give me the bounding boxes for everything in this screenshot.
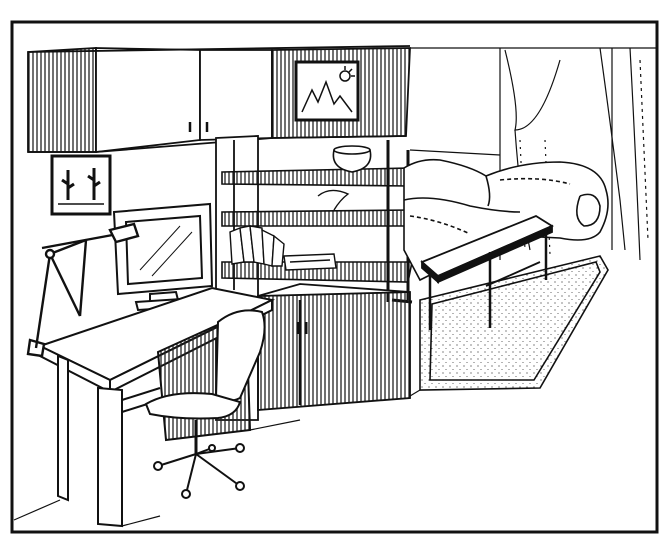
framed-picture-sun: [294, 60, 360, 122]
floor-lines: [121, 389, 421, 527]
office-chair: [144, 309, 266, 499]
shelf-ornament: [317, 189, 350, 211]
frame-border: [10, 20, 659, 534]
room-walls: [13, 47, 657, 521]
books: [229, 225, 337, 271]
desk-lamp: [26, 222, 140, 358]
vase: [332, 145, 372, 173]
computer-monitor: [112, 202, 214, 312]
low-cabinet: [257, 283, 411, 411]
coffee-table: [420, 214, 554, 330]
framed-picture-cactus: [50, 154, 112, 216]
wall-cabinets: [27, 45, 411, 154]
rug: [419, 255, 609, 391]
